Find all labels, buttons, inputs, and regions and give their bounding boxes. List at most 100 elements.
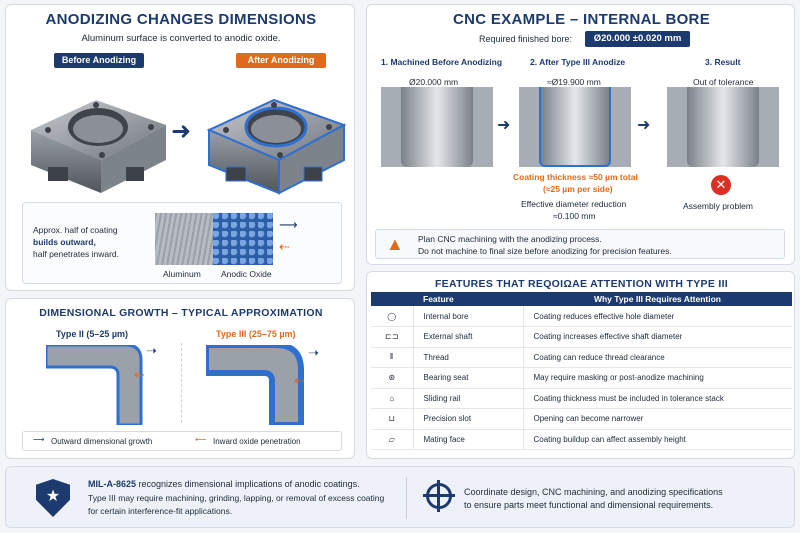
reduction-line-2: ≈0.100 mm [553,211,596,221]
coord-line-2: to ensure parts meet functional and dime… [464,500,714,510]
type2-label: Type II (5–25 µm) [56,329,129,339]
error-icon: ✕ [711,175,731,195]
after-anodizing-label: After Anodizing [236,53,326,68]
growth-title: DIMENSIONAL GROWTH – TYPICAL APPROXIMATI… [39,307,323,319]
anodizing-panel: ANODIZING CHANGES DIMENSIONS Aluminum su… [5,4,355,291]
required-value: Ø20.000 ±0.020 mm [585,31,690,47]
mil-rest: recognizes dimensional implications of a… [136,479,360,489]
after-part-image [206,98,347,195]
type3-corner-diagram: ➝ ⇠ [206,345,319,425]
shield-icon: ★ [36,479,70,517]
inward-legend-label: Inward oxide penetration [213,437,301,446]
growth-legend: ⟶ Outward dimensional growth ⟵ Inward ox… [22,431,342,451]
coating-thickness-1: Coating thickness ≈50 µm total [513,172,638,182]
warning-line-1: Plan CNC machining with the anodizing pr… [418,234,602,244]
bore-icon: ◯ [371,306,414,327]
inward-legend-icon: ⟵ [195,435,207,444]
outward-legend-label: Outward dimensional growth [51,437,153,446]
bore-step1 [381,87,493,167]
features-panel: FEATURES THAT REQOIΩAE ATTENTION WITH TY… [366,271,795,459]
aluminum-texture [155,213,213,265]
step2-dim: ≈Ø19.900 mm [547,77,601,87]
bore-step3-hole [687,87,759,167]
why-cell: Coating thickness must be included in to… [523,388,792,409]
crosshair-v [437,480,440,512]
type2-corner-diagram: ➝ ⇠ [46,345,157,425]
why-cell: Coating increases effective shaft diamet… [523,326,792,348]
required-label: Required finished bore: [479,34,573,44]
assembly-problem: Assembly problem [683,201,753,211]
step3-dim: Out of tolerance [693,77,754,87]
bearing-icon: ⊛ [371,367,414,389]
svg-text:⇠: ⇠ [134,367,145,382]
before-anodizing-label: Before Anodizing [54,53,144,68]
note-line-3: half penetrates inward. [33,249,119,259]
feature-cell: Internal bore [413,306,524,327]
feature-cell: Sliding rail [413,388,524,409]
step3-label: 3. Result [705,57,741,67]
oxide-label: Anodic Oxide [221,269,272,279]
why-cell: Coating can reduce thread clearance [523,347,792,368]
feature-cell: Precision slot [413,408,524,430]
mil-line-3: for certain interference-fit application… [88,506,233,516]
outward-arrow-icon: ⟶ [279,217,298,232]
step2-label: 2. After Type III Anodize [530,57,626,67]
mil-line-2: Type III may require machining, grinding… [88,493,385,503]
footer-panel: ★ MIL-A-8625 recognizes dimensional impl… [5,466,795,528]
reduction-line-1: Effective diameter reduction [521,199,627,209]
col-icon [371,292,413,306]
features-table: Feature Why Type III Requires Attention … [371,292,792,450]
feature-cell: External shaft [413,326,524,348]
mil-line-1: MIL-A-8625 recognizes dimensional implic… [88,479,360,489]
why-cell: Opening can become narrower [523,408,792,430]
bore-step2 [519,87,631,167]
step1-dim: Ø20.000 mm [409,77,459,87]
bore-step1-hole [401,87,473,167]
arrow-right-icon: ➜ [171,118,192,145]
svg-text:⇠: ⇠ [294,373,305,388]
warning-line-2: Do not machine to final size before anod… [418,246,672,256]
crosshair-icon [423,480,455,512]
slot-icon: ⊔ [371,408,414,430]
before-part-image [31,100,166,193]
features-title: FEATURES THAT REQOIΩAE ATTENTION WITH TY… [434,278,729,290]
why-cell: Coating buildup can affect assembly heig… [523,429,792,450]
arrow-right-icon: ➜ [497,117,511,134]
why-cell: Coating reduces effective hole diameter [523,306,792,327]
divider [181,343,182,423]
feature-cell: Bearing seat [413,367,524,389]
feature-cell: Mating face [413,429,524,450]
aluminum-label: Aluminum [163,269,201,279]
warning-icon: ▲ [386,234,404,254]
coating-note-box: Approx. half of coating builds outward, … [22,202,342,284]
svg-text:➝: ➝ [308,345,319,360]
outward-legend-icon: ⟶ [33,435,45,444]
why-cell: May require masking or post-anodize mach… [523,367,792,389]
arrow-right-icon: ➜ [637,117,651,134]
col-why: Why Type III Requires Attention [593,294,722,304]
growth-panel: DIMENSIONAL GROWTH – TYPICAL APPROXIMATI… [5,298,355,459]
coating-thickness-2: (≈25 µm per side) [543,184,613,194]
warning-box: ▲ Plan CNC machining with the anodizing … [375,229,785,259]
shaft-icon: ⊏⊐ [371,326,414,348]
note-line-2: builds outward, [33,237,96,247]
feature-cell: Thread [413,347,524,368]
bore-step3 [667,87,779,167]
note-line-1: Approx. half of coating [33,225,118,235]
step1-label: 1. Machined Before Anodizing [381,57,503,67]
face-icon: ▱ [371,429,414,450]
bore-step2-hole [539,87,611,167]
col-feature: Feature [423,294,454,304]
footer-divider [406,477,407,519]
coord-line-1: Coordinate design, CNC machining, and an… [464,487,723,497]
inward-arrow-icon: ⇠ [279,239,290,254]
cnc-title: CNC EXAMPLE – INTERNAL BORE [452,11,710,28]
cnc-panel: CNC EXAMPLE – INTERNAL BORE Required fin… [366,4,795,265]
